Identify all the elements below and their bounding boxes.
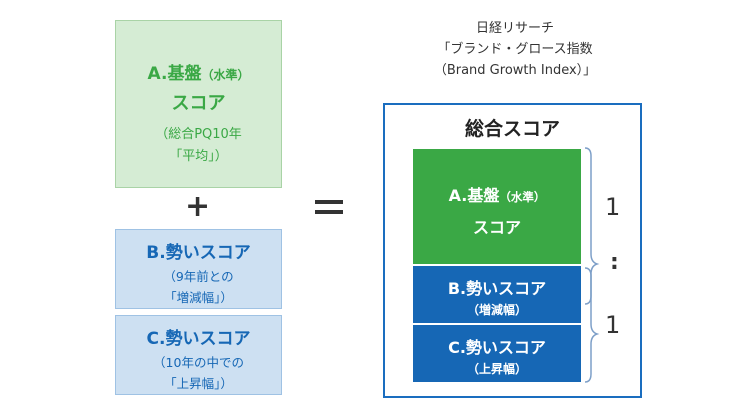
total-momentum-b-title: B.勢いスコア: [447, 279, 547, 298]
total-score-frame: [383, 103, 642, 398]
equals-sign: [315, 196, 345, 220]
momentum-score-c-box: C.勢いスコア （10年の中での 「上昇幅」）: [115, 315, 282, 395]
momentum-score-b-desc-1: （9年前との: [163, 269, 234, 284]
ratio-braces: [584, 147, 600, 383]
base-score-box: A.基盤（水準） スコア （総合PQ10年 「平均」）: [115, 20, 282, 188]
total-base-segment: A.基盤（水準） スコア: [413, 149, 581, 264]
base-score-desc-1: （総合PQ10年: [155, 127, 242, 142]
total-base-title-sub: （水準）: [499, 190, 546, 204]
total-base-title-main: A.基盤: [448, 186, 500, 205]
base-score-title-main: A.基盤: [147, 64, 202, 84]
index-heading-line-3: （Brand Growth Index）」: [433, 63, 597, 78]
index-heading-line-1: 日経リサーチ: [475, 21, 554, 36]
base-score-desc-2: 「平均」）: [169, 149, 228, 164]
total-momentum-c-segment: C.勢いスコア （上昇幅）: [413, 325, 581, 382]
total-base-title: A.基盤（水準）: [413, 182, 581, 206]
momentum-score-b-box: B.勢いスコア （9年前との 「増減幅」）: [115, 229, 282, 309]
base-score-title: A.基盤（水準）: [116, 59, 281, 84]
momentum-score-c-title: C.勢いスコア: [146, 329, 251, 349]
ratio-bottom: 1: [605, 311, 621, 339]
momentum-score-b-title: B.勢いスコア: [146, 243, 251, 263]
total-momentum-c-desc: （上昇幅）: [466, 362, 527, 376]
plus-sign: +: [185, 189, 211, 224]
total-base-label: スコア: [472, 218, 521, 237]
momentum-score-c-desc-2: 「上昇幅」）: [164, 376, 233, 391]
momentum-score-b-desc-2: 「増減幅」）: [164, 290, 233, 305]
total-score-title: 総合スコア: [464, 118, 560, 140]
brace-bottom: [584, 267, 600, 383]
total-momentum-c-title: C.勢いスコア: [448, 338, 546, 357]
total-momentum-b-desc: （増減幅）: [466, 303, 527, 317]
momentum-score-c-desc-1: （10年の中での: [153, 355, 244, 370]
index-heading: 日経リサーチ 「ブランド・グロース指数 （Brand Growth Index）…: [420, 18, 610, 81]
ratio-colon: :: [610, 250, 619, 275]
total-momentum-b-segment: B.勢いスコア （増減幅）: [413, 266, 581, 323]
index-heading-line-2: 「ブランド・グロース指数: [437, 42, 593, 57]
base-score-label: スコア: [171, 93, 226, 114]
ratio-top: 1: [605, 193, 621, 221]
base-score-title-sub: （水準）: [201, 68, 250, 82]
